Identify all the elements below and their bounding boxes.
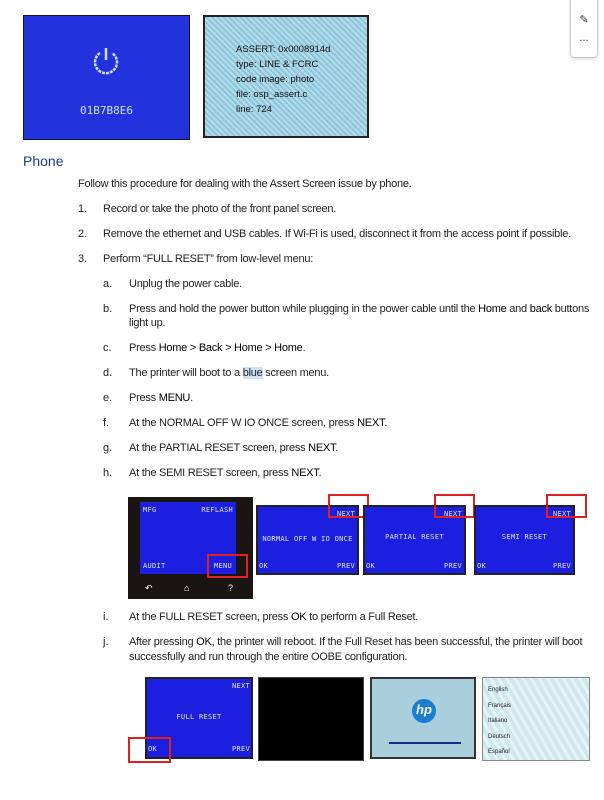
substep-text: At the NORMAL OFF W IO ONCE screen, pres… [129,417,388,429]
screen-label: NEXT [336,510,355,518]
screen-title: FULL RESET [176,713,222,721]
step-number: 3. [78,253,88,265]
step-text: Perform “FULL RESET” from low-level menu… [103,253,314,265]
substep-text: At the SEMI RESET screen, press NEXT. [129,467,322,479]
back-icon: ↶ [145,583,153,593]
language-screen: English Français Italiano Deutsch Españo… [482,677,590,761]
substep-letter: e. [103,392,113,404]
screen-label: OK [259,562,269,570]
substep-text: Press Home > Back > Home > Home. [129,342,306,354]
assert-line: file: osp_assert.c [236,89,308,100]
power-screen-image: 01B7B8E6 [23,15,190,140]
substep-text-cont: light up. [129,317,166,329]
screen-label: MENU [213,562,232,570]
hp-boot-screen: hp [370,677,476,759]
substep-letter: d. [103,367,113,379]
help-icon: ? [228,583,234,593]
screen-label: PREV [443,562,462,570]
substep-text: Unplug the power cable. [129,278,242,290]
home-icon: ⌂ [184,583,190,593]
step-number: 1. [78,203,88,215]
screen-label: PREV [336,562,355,570]
menu-screen: MFG REFLASH AUDIT MENU [140,502,236,574]
screen-label: OK [366,562,376,570]
pen-icon[interactable]: ✎ [579,14,589,26]
hp-logo: hp [412,699,436,723]
screen-label: NEXT [443,510,462,518]
language-option: Italiano [488,718,508,724]
full-reset-screen: NEXT FULL RESET OK PREV [145,677,253,759]
floating-toolbar: ✎ ... [570,0,598,58]
highlight-box [434,494,475,518]
screen-label: REFLASH [201,506,233,514]
substep-text: After pressing OK, the printer will rebo… [129,636,583,648]
power-icon [93,48,119,75]
section-heading: Phone [23,153,64,169]
screen-label: PREV [231,745,250,753]
substep-letter: b. [103,303,113,315]
substep-text: Press and hold the power button while pl… [129,303,590,315]
screen-title: SEMI RESET [501,533,548,541]
assert-screen-image: ASSERT: 0x0008914d type: LINE & FCRC cod… [203,15,369,138]
substep-text: At the FULL RESET screen, press OK to pe… [129,611,419,623]
substep-letter: c. [103,342,112,354]
highlight-box [546,494,587,518]
language-option: Español [488,749,510,755]
screen-label: AUDIT [143,562,166,570]
screen-label: MFG [143,506,157,514]
language-option: English [488,687,508,693]
substep-letter: f. [103,417,110,429]
highlight-box [128,737,171,763]
step-text: Remove the ethernet and USB cables. If W… [103,228,571,240]
assert-line: code image: photo [236,74,315,85]
screen-title: PARTIAL RESET [385,533,444,541]
substep-letter: g. [103,442,113,454]
black-screen [258,677,364,761]
substep-text-cont: successfully and run through the entire … [129,651,408,663]
substep-text: At the PARTIAL RESET screen, press NEXT. [129,442,339,454]
screen-label: PREV [552,562,571,570]
substep-letter: h. [103,467,113,479]
substep-letter: i. [103,611,109,623]
screen-label: OK [148,745,158,753]
substep-letter: a. [103,278,113,290]
intro-text: Follow this procedure for dealing with t… [78,178,412,190]
selected-text: blue [242,367,263,379]
progress-bar [389,742,461,744]
screen-label: NEXT [231,682,250,690]
language-option: Deutsch [488,733,511,740]
step-text: Record or take the photo of the front pa… [103,203,337,215]
step-number: 2. [78,228,88,240]
screen-label: OK [477,562,487,570]
substep-letter: j. [103,636,109,648]
highlight-box [207,554,248,578]
error-code: 01B7B8E6 [80,104,133,117]
substep-text: Press MENU. [129,392,193,404]
language-option: Français [488,702,512,709]
assert-line: type: LINE & FCRC [236,59,319,70]
screen-title: NORMAL OFF W IO ONCE [262,535,353,543]
screen-label: NEXT [552,510,571,518]
assert-line: ASSERT: 0x0008914d [236,44,331,55]
normal-off-screen: NEXT NORMAL OFF W IO ONCE OK PREV [256,505,359,575]
assert-line: line: 724 [236,104,272,115]
printer-panel-photo: MFG REFLASH AUDIT MENU ↶ ⌂ ? [128,497,253,599]
substep-text: The printer will boot to a blue screen m… [129,367,329,379]
more-button[interactable]: ... [579,32,589,44]
